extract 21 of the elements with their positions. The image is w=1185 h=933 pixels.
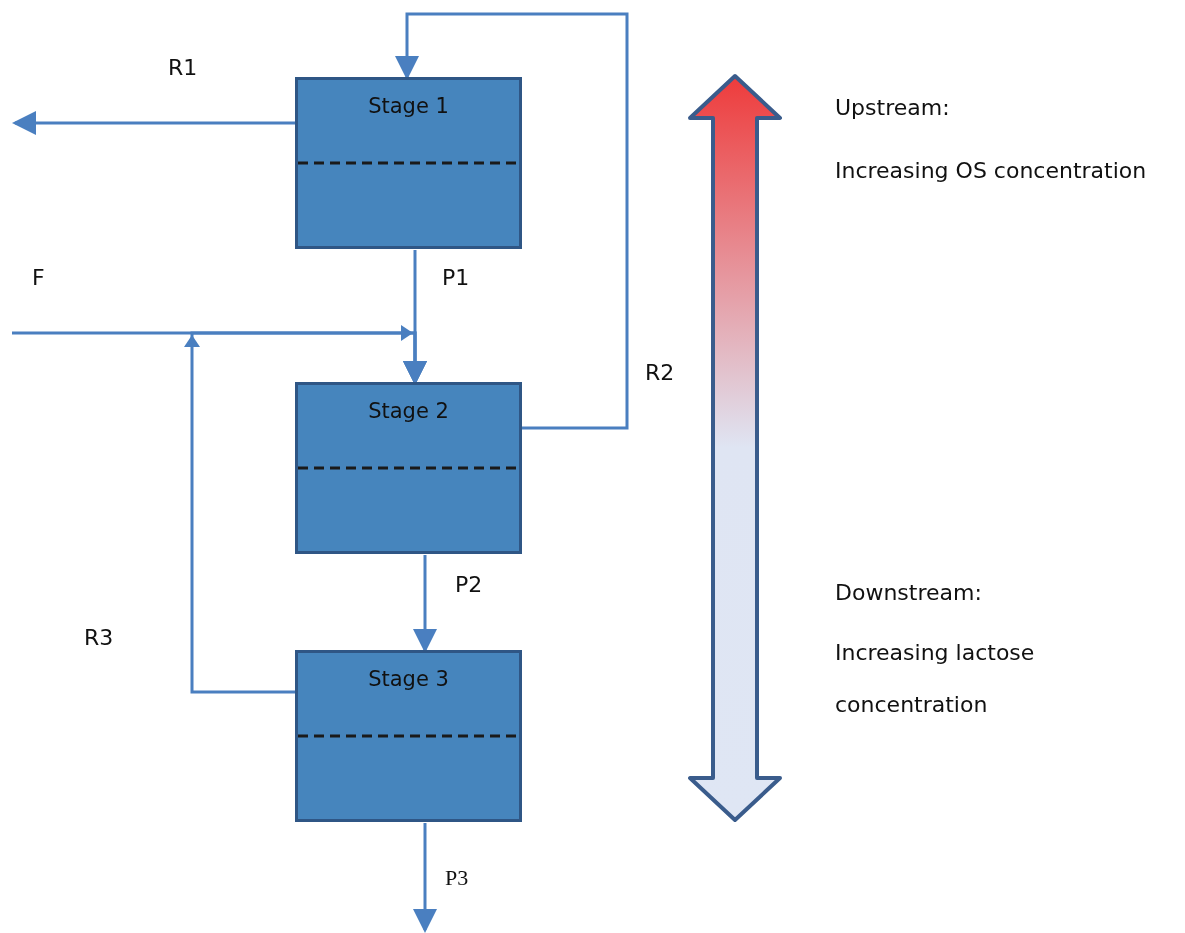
stage-box xyxy=(295,382,522,554)
edge-label: P3 xyxy=(445,865,469,891)
note-text: Downstream: xyxy=(835,579,983,607)
note-text: Increasing lactose concentration xyxy=(835,639,1036,719)
stage-box xyxy=(295,77,522,249)
edge-label: R3 xyxy=(84,625,114,650)
edge-label: R1 xyxy=(168,55,198,80)
note-text: Increasing OS concentration xyxy=(835,157,1148,185)
stage-label: Stage 3 xyxy=(368,667,449,691)
flow-arrow xyxy=(184,331,427,694)
flow-arrow xyxy=(413,823,437,933)
edge-label: R2 xyxy=(645,360,675,385)
stage-label: Stage 2 xyxy=(368,399,449,423)
edge-label: P2 xyxy=(455,572,483,597)
note-text: Upstream: xyxy=(835,94,951,122)
stage-label: Stage 1 xyxy=(368,94,449,118)
edge-label: P1 xyxy=(442,265,470,290)
edge-label: F xyxy=(32,265,45,290)
flow-arrow xyxy=(12,111,295,135)
stage-box xyxy=(295,650,522,822)
flow-arrow xyxy=(395,12,629,430)
